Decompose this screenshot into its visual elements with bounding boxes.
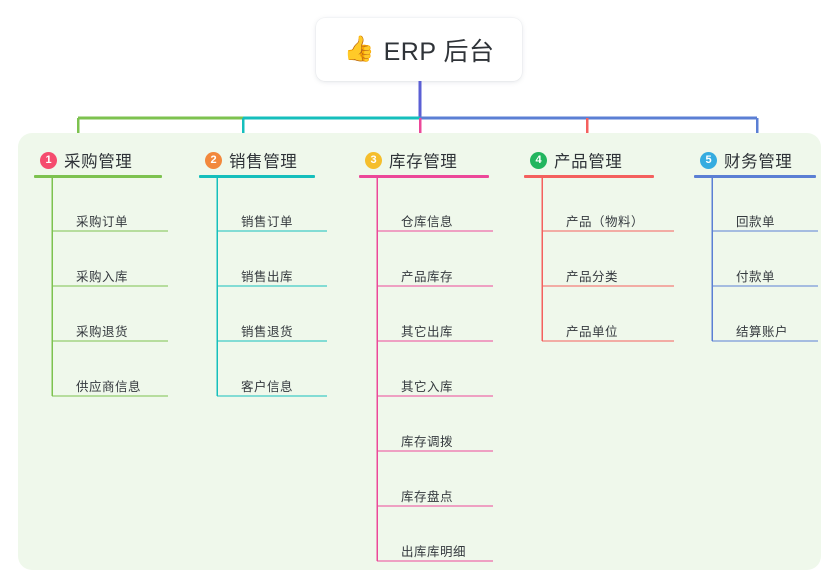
leaf-item[interactable]: 销售出库 <box>241 270 294 284</box>
leaf-item[interactable]: 其它入库 <box>401 380 454 394</box>
leaf-item[interactable]: 出库库明细 <box>401 545 467 559</box>
thumbs-up-icon: 👍 <box>343 35 375 63</box>
branch-underline-2 <box>199 175 315 178</box>
branch-header-2[interactable]: 2 销售管理 <box>205 148 297 172</box>
branch-title-2: 销售管理 <box>229 153 298 171</box>
leaf-item[interactable]: 采购入库 <box>76 270 129 284</box>
leaf-item[interactable]: 产品（物料） <box>566 215 645 229</box>
leaf-item[interactable]: 付款单 <box>736 270 776 284</box>
leaf-item[interactable]: 销售订单 <box>241 215 294 229</box>
leaf-item[interactable]: 其它出库 <box>401 325 454 339</box>
branch-badge-4: 4 <box>530 151 547 169</box>
branch-badge-1: 1 <box>40 151 57 169</box>
leaf-item[interactable]: 销售退货 <box>241 325 294 339</box>
leaf-item[interactable]: 产品库存 <box>401 270 454 284</box>
branches-panel: 1 采购管理采购订单采购入库采购退货供应商信息 2 销售管理销售订单销售出库销售退货客… <box>18 133 821 570</box>
branch-header-3[interactable]: 3 库存管理 <box>365 148 457 172</box>
branch-title-5: 财务管理 <box>724 153 793 171</box>
branch-title-1: 采购管理 <box>64 153 133 171</box>
leaf-item[interactable]: 产品分类 <box>566 270 619 284</box>
page-title: ERP 后台 <box>383 37 495 66</box>
branch-underline-5 <box>694 175 816 178</box>
branch-badge-3: 3 <box>365 151 382 169</box>
root-node-content: 👍 ERP 后台 <box>343 32 494 68</box>
branch-underline-1 <box>34 175 162 178</box>
branch-title-4: 产品管理 <box>554 153 623 171</box>
leaf-item[interactable]: 客户信息 <box>241 380 294 394</box>
branch-header-1[interactable]: 1 采购管理 <box>40 148 132 172</box>
leaf-item[interactable]: 库存调拨 <box>401 435 454 449</box>
branch-underline-4 <box>524 175 654 178</box>
branch-badge-2: 2 <box>205 151 222 169</box>
leaf-item[interactable]: 回款单 <box>736 215 776 229</box>
leaf-item[interactable]: 库存盘点 <box>401 490 454 504</box>
leaf-item[interactable]: 产品单位 <box>566 325 619 339</box>
leaf-item[interactable]: 仓库信息 <box>401 215 454 229</box>
leaf-item[interactable]: 采购退货 <box>76 325 129 339</box>
branch-underline-3 <box>359 175 489 178</box>
branch-header-5[interactable]: 5 财务管理 <box>700 148 792 172</box>
leaf-item[interactable]: 采购订单 <box>76 215 129 229</box>
root-node[interactable]: 👍 ERP 后台 <box>316 18 522 81</box>
branch-title-3: 库存管理 <box>389 153 458 171</box>
branch-badge-5: 5 <box>700 151 717 169</box>
leaf-item[interactable]: 供应商信息 <box>76 380 142 394</box>
leaf-item[interactable]: 结算账户 <box>736 325 789 339</box>
branch-header-4[interactable]: 4 产品管理 <box>530 148 622 172</box>
